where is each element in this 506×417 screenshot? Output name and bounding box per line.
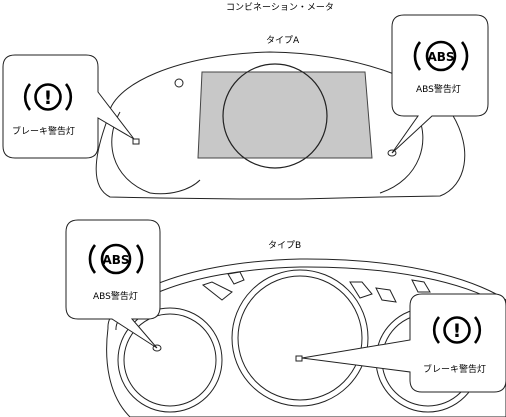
type-b-brake-warning-icon	[432, 316, 482, 344]
type-b-brake-warning-label: ブレーキ警告灯	[423, 365, 487, 375]
type-b-abs-icon-text: ABS	[102, 253, 129, 267]
type-b-brake-lamp-marker	[295, 355, 303, 362]
type-a-brake-warning-icon	[23, 83, 73, 111]
type-a-abs-warning-icon	[413, 40, 469, 72]
diagram-title: コンビネーション・メータ	[226, 3, 334, 13]
type-b-title: タイプB	[268, 241, 302, 251]
type-a-brake-warning-label: ブレーキ警告灯	[12, 127, 76, 137]
type-b-abs-warning-icon	[88, 243, 144, 275]
type-b-abs-warning-label: ABS警告灯	[93, 292, 138, 302]
type-b-brake-exclamation: !	[453, 320, 462, 342]
type-a-center-dial	[222, 63, 328, 169]
type-b-abs-callout	[65, 219, 161, 349]
type-a-brake-lamp-marker	[132, 138, 140, 145]
type-a-title: タイプA	[266, 36, 300, 46]
type-b-cluster	[106, 258, 506, 417]
type-a-brake-exclamation: !	[44, 87, 53, 109]
type-a-display-screen	[197, 71, 373, 159]
type-a-abs-icon-text: ABS	[427, 50, 454, 64]
type-a-abs-warning-label: ABS警告灯	[416, 85, 461, 95]
